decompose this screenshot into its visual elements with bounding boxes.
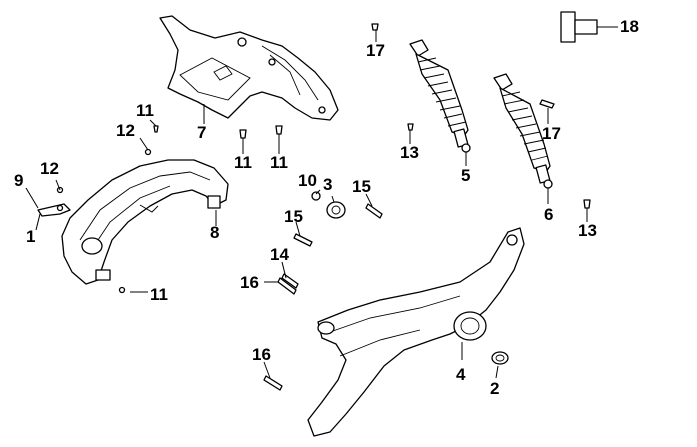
callout-12-top: 12: [116, 121, 135, 140]
callout-17-top: 17: [366, 41, 385, 60]
bushing-part-3: [326, 201, 346, 219]
bolt-clip-part-18: [560, 11, 618, 43]
callout-7: 7: [197, 123, 207, 142]
leader-lines: [25, 30, 588, 379]
callout-16-upper: 16: [240, 273, 259, 292]
callout-11-bottom: 11: [150, 285, 168, 304]
callout-12-left: 12: [40, 159, 59, 178]
callout-3: 3: [323, 175, 333, 194]
bushing-part-2: [491, 351, 509, 365]
splash-guard-part-7: [159, 15, 339, 121]
rear-fender-part-8: [61, 159, 229, 285]
callout-4: 4: [456, 365, 466, 384]
callout-6: 6: [544, 205, 554, 224]
nut-part-10: [311, 191, 321, 201]
callout-10: 10: [298, 171, 317, 190]
callout-11-mid-b: 11: [270, 153, 288, 172]
callout-14: 14: [270, 245, 289, 264]
callout-8: 8: [210, 223, 220, 242]
callout-1: 1: [26, 227, 36, 246]
callout-5: 5: [461, 166, 471, 185]
callout-17-right: 17: [542, 124, 561, 143]
callout-11-top-left: 11: [136, 101, 154, 120]
swing-arm-part-4: [307, 227, 525, 437]
callout-13-left: 13: [400, 143, 419, 162]
shock-absorber-part-5: [409, 39, 471, 153]
callout-13-right: 13: [578, 221, 597, 240]
callout-9: 9: [14, 171, 24, 190]
callout-18: 18: [620, 17, 639, 36]
callout-11-mid-a: 11: [234, 153, 252, 172]
shock-absorber-part-6: [493, 73, 553, 189]
callout-16-lower: 16: [252, 345, 271, 364]
callout-15-lower: 15: [284, 207, 303, 226]
bracket-part-1: [37, 203, 71, 217]
callout-2: 2: [490, 379, 500, 398]
callout-15-upper: 15: [352, 177, 371, 196]
